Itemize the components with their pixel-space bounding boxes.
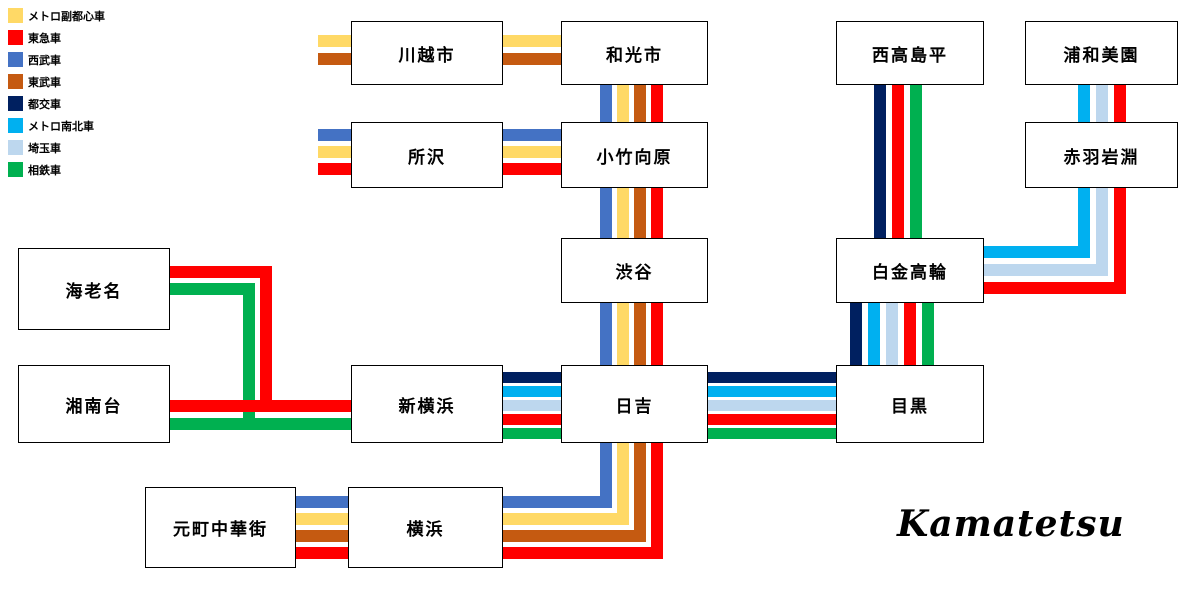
track-hiyoshi-yokohama-tobu	[490, 530, 646, 542]
track-takashimadaira-shirokane-tokyu	[892, 55, 904, 290]
track-wako-hiyoshi-seibu	[600, 55, 612, 405]
kamatetsu-logo: Kamatetsu	[897, 503, 1125, 545]
track-ebina-branch-sotetsu	[243, 283, 255, 430]
legend-item-tokou: 都交車	[8, 96, 105, 111]
legend-swatch-seibu	[8, 52, 23, 67]
station-kotake-mukaihara: 小竹向原	[561, 122, 708, 188]
track-wako-hiyoshi-tobu	[634, 55, 646, 405]
track-wako-hiyoshi-fukutoshin	[617, 55, 629, 405]
station-yokohama: 横浜	[348, 487, 503, 568]
legend-swatch-namboku	[8, 118, 23, 133]
legend-swatch-fukutoshin	[8, 8, 23, 23]
station-motomachi-chukagai: 元町中華街	[145, 487, 296, 568]
legend-item-sotetsu: 相鉄車	[8, 162, 105, 177]
station-wakoshi: 和光市	[561, 21, 708, 85]
station-akabane-iwabuchi: 赤羽岩淵	[1025, 122, 1178, 188]
station-shin-yokohama: 新横浜	[351, 365, 503, 443]
legend-swatch-sotetsu	[8, 162, 23, 177]
track-hiyoshi-yokohama-seibu	[490, 496, 612, 508]
track-misono-shirokane-tokyu	[960, 282, 1126, 294]
station-hiyoshi: 日吉	[561, 365, 708, 443]
track-hiyoshi-yokohama-tokyu	[490, 547, 663, 559]
station-shibuya: 渋谷	[561, 238, 708, 303]
legend-label-sotetsu: 相鉄車	[28, 164, 61, 177]
track-takashimadaira-shirokane-tokou	[874, 55, 886, 290]
legend: メトロ副都心車東急車西武車東武車都交車メトロ南北車埼玉車相鉄車	[8, 8, 105, 184]
track-hiyoshi-yokohama-fukutoshin	[490, 513, 629, 525]
legend-swatch-tokyu	[8, 30, 23, 45]
legend-item-seibu: 西武車	[8, 52, 105, 67]
track-ebina-branch-tokyu	[150, 266, 272, 278]
legend-swatch-saitama	[8, 140, 23, 155]
station-tokorozawa: 所沢	[351, 122, 503, 188]
track-takashimadaira-shirokane-sotetsu	[910, 55, 922, 290]
track-ebina-branch-sotetsu	[150, 283, 255, 295]
legend-label-tokou: 都交車	[28, 98, 61, 111]
track-misono-shirokane-saitama	[960, 264, 1108, 276]
legend-item-tobu: 東武車	[8, 74, 105, 89]
legend-item-namboku: メトロ南北車	[8, 118, 105, 133]
legend-item-tokyu: 東急車	[8, 30, 105, 45]
station-meguro: 目黒	[836, 365, 984, 443]
legend-label-seibu: 西武車	[28, 54, 61, 67]
track-hiyoshi-yokohama-tokyu	[651, 405, 663, 559]
track-misono-shirokane-namboku	[960, 246, 1090, 258]
track-ebina-branch-tokyu	[260, 266, 272, 412]
station-shirokane-takanawa: 白金高輪	[836, 238, 984, 303]
legend-item-saitama: 埼玉車	[8, 140, 105, 155]
station-kawagoeshi: 川越市	[351, 21, 503, 85]
legend-item-fukutoshin: メトロ副都心車	[8, 8, 105, 23]
legend-swatch-tobu	[8, 74, 23, 89]
station-ebina: 海老名	[18, 248, 170, 330]
legend-label-tokyu: 東急車	[28, 32, 61, 45]
legend-swatch-tokou	[8, 96, 23, 111]
legend-label-saitama: 埼玉車	[28, 142, 61, 155]
station-nishi-takashimadaira: 西高島平	[836, 21, 984, 85]
station-shonandai: 湘南台	[18, 365, 170, 443]
legend-label-tobu: 東武車	[28, 76, 61, 89]
legend-label-fukutoshin: メトロ副都心車	[28, 10, 105, 23]
station-urawa-misono: 浦和美園	[1025, 21, 1178, 85]
track-wako-hiyoshi-tokyu	[651, 55, 663, 405]
legend-label-namboku: メトロ南北車	[28, 120, 94, 133]
